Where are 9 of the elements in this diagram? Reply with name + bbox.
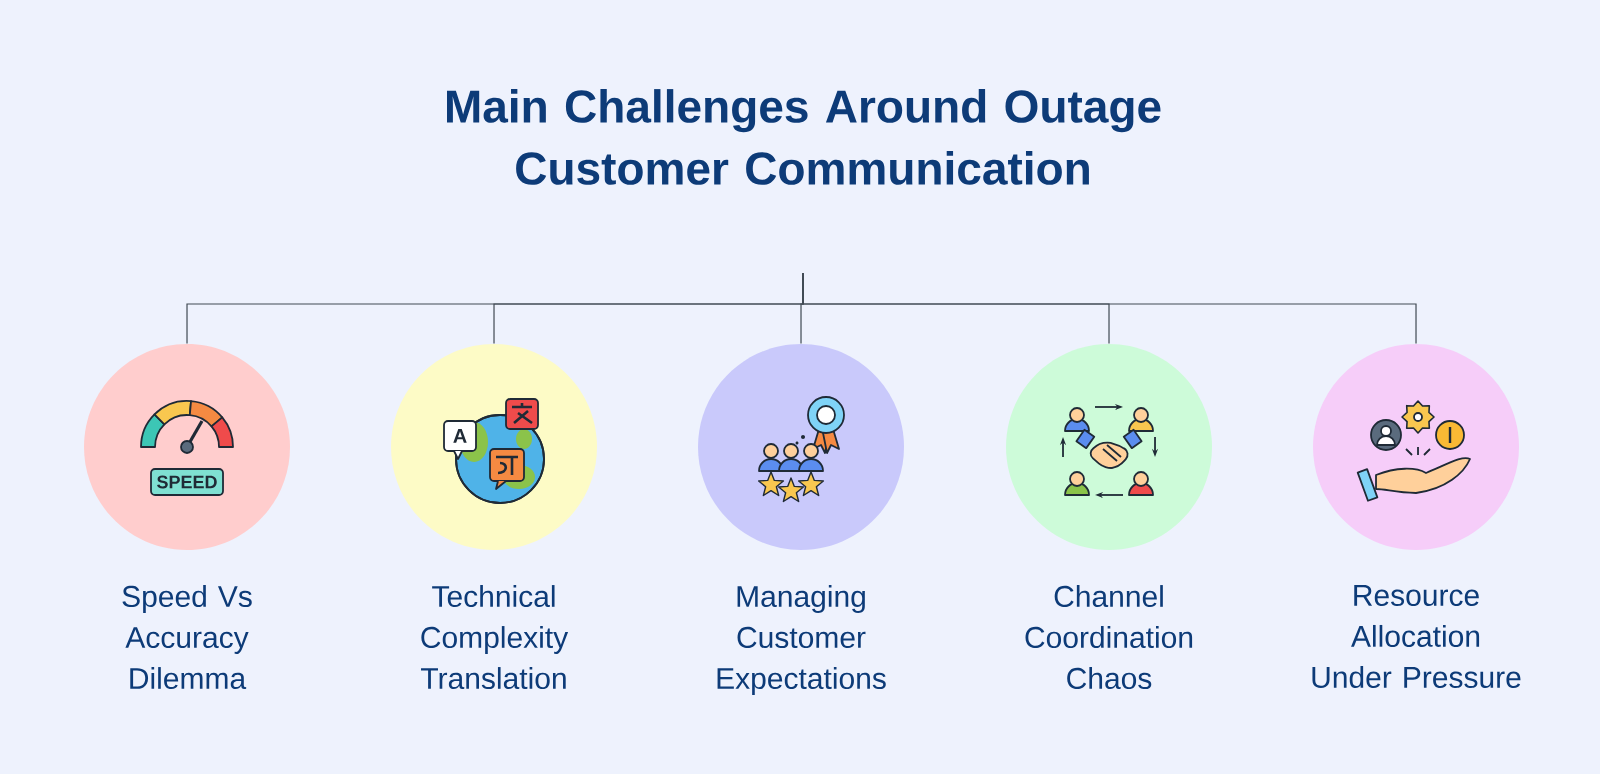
challenge-label: Managing Customer Expectations xyxy=(717,585,886,695)
icon-letter: A xyxy=(453,429,467,443)
challenge-label: Resource Allocation Under Pressure xyxy=(1312,585,1521,688)
challenge-label: Speed Vs Accuracy Dilemma xyxy=(122,585,252,690)
title: Main Challenges Around Outage Customer Communication xyxy=(447,89,1161,185)
connector-line xyxy=(802,272,1417,345)
challenge-label: Technical Complexity Translation xyxy=(421,585,569,690)
challenge-label: Channel Coordination Chaos xyxy=(1025,585,1193,690)
icon-letter: SPEED xyxy=(157,475,217,489)
